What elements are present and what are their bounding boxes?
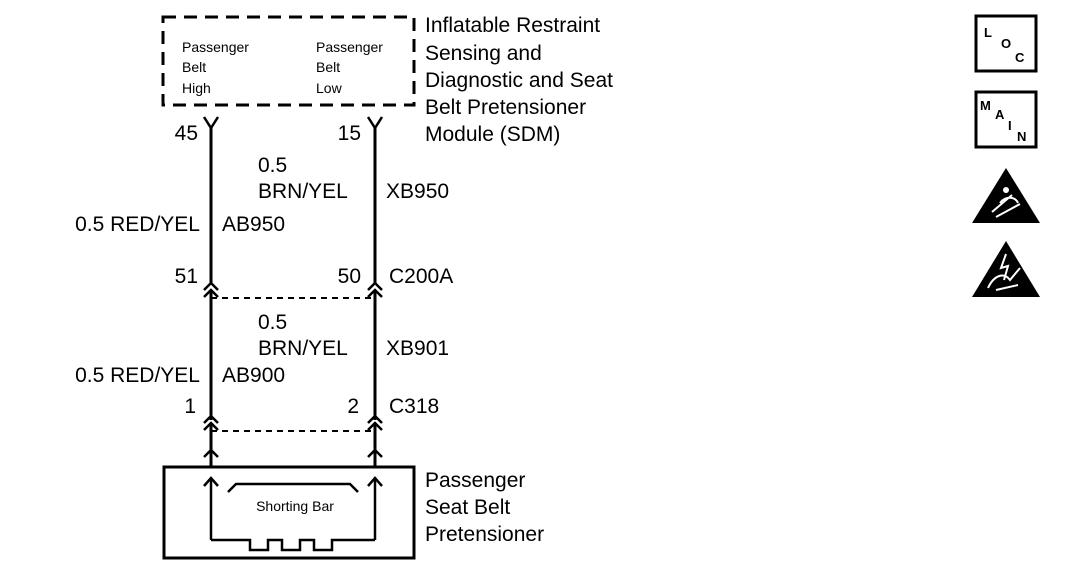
wire-xb950-color: BRN/YEL xyxy=(258,180,348,203)
loc-icon[interactable]: L O C xyxy=(974,14,1038,73)
c200a-pin-right: 50 xyxy=(338,265,361,288)
c318-name: C318 xyxy=(389,395,439,418)
wire-xb950-circuit: XB950 xyxy=(386,180,449,203)
svg-text:A: A xyxy=(995,107,1005,122)
svg-text:O: O xyxy=(1001,36,1011,51)
svg-text:N: N xyxy=(1017,129,1026,144)
sdm-pin-left: 45 xyxy=(175,122,198,145)
c318-pin-right: 2 xyxy=(347,395,359,418)
c318-pin-left: 1 xyxy=(184,395,196,418)
wire-xb950-gauge: 0.5 xyxy=(258,154,287,177)
wire-ab900-gauge-color: 0.5 RED/YEL xyxy=(75,364,200,387)
pretensioner-box xyxy=(162,465,416,560)
wire-xb901-gauge: 0.5 xyxy=(258,311,287,334)
wire-xb901-color: BRN/YEL xyxy=(258,337,348,360)
sdm-pin-right: 15 xyxy=(338,122,361,145)
pretensioner-terminal-arrow-left xyxy=(203,476,219,487)
svg-text:I: I xyxy=(1008,118,1012,133)
esd-sensitive-warning-icon xyxy=(972,241,1040,297)
sdm-module-title: Inflatable Restraint Sensing and Diagnos… xyxy=(425,14,619,146)
wire-ab950-gauge-color: 0.5 RED/YEL xyxy=(75,213,200,236)
pretensioner-terminal-arrow-right xyxy=(367,476,383,487)
pretensioner-connector-outline xyxy=(211,538,375,552)
sdm-module-box xyxy=(161,15,416,107)
c200a-name: C200A xyxy=(389,265,453,288)
sdm-terminal-left xyxy=(202,116,220,131)
pretensioner-terminal-right xyxy=(367,448,383,458)
pretensioner-title: Passenger Seat Belt Pretensioner xyxy=(425,469,544,546)
sdm-terminal-right xyxy=(366,116,384,131)
sdm-right-terminal-label: Passenger Belt Low xyxy=(316,39,387,96)
sdm-left-terminal-label: Passenger Belt High xyxy=(182,39,253,96)
shorting-bar-label: Shorting Bar xyxy=(256,498,334,514)
shorting-bar-symbol xyxy=(227,482,359,493)
pretensioner-terminal-left xyxy=(203,448,219,458)
svg-text:M: M xyxy=(980,98,991,113)
wire-xb901-circuit: XB901 xyxy=(386,337,449,360)
main-icon[interactable]: M A I N xyxy=(974,90,1038,149)
airbag-deployment-warning-icon xyxy=(972,168,1040,223)
c200a-pin-left: 51 xyxy=(175,265,198,288)
svg-text:L: L xyxy=(984,25,992,40)
wire-ab900-circuit: AB900 xyxy=(222,364,285,387)
svg-text:C: C xyxy=(1015,50,1025,65)
wire-ab950-circuit: AB950 xyxy=(222,213,285,236)
